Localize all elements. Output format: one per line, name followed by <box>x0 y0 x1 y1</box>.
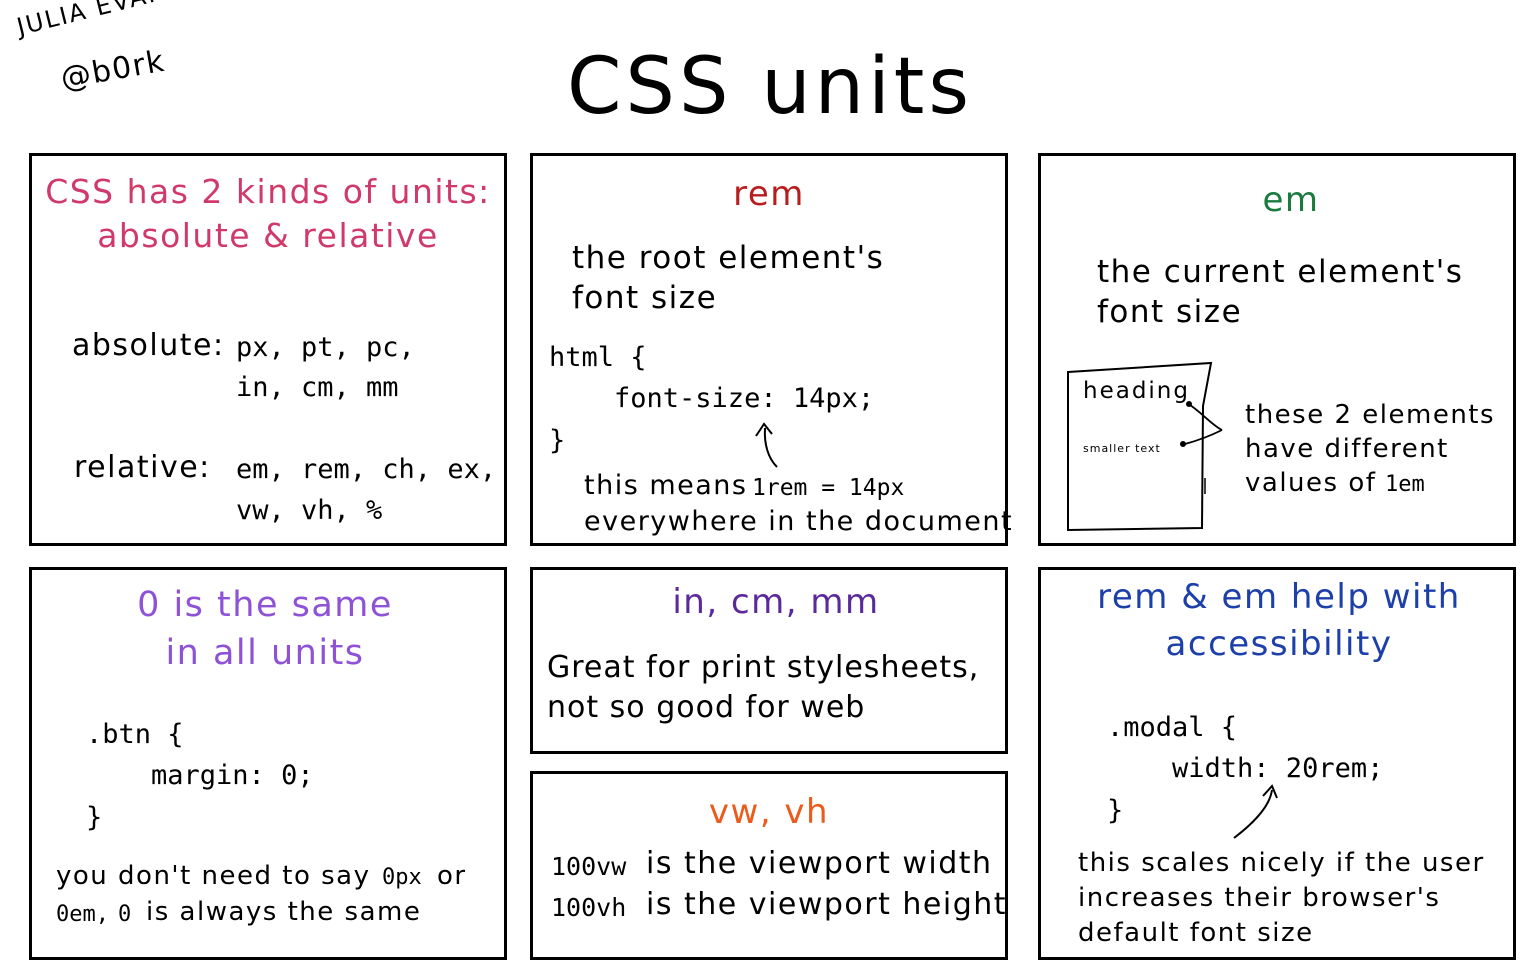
panel-em <box>1038 153 1516 546</box>
rem-heading: rem <box>733 174 805 214</box>
sketch-dot-small <box>1180 441 1186 447</box>
panel-accessibility <box>1038 567 1516 960</box>
physical-desc-line1: Great for print stylesheets, <box>547 650 980 685</box>
accessibility-code-line1: .modal { <box>1107 712 1238 743</box>
relative-units-line1: em, rem, ch, ex, <box>236 454 497 485</box>
accessibility-note-line3: default font size <box>1078 918 1314 948</box>
zero-heading-line1: 0 is the same <box>137 585 393 625</box>
physical-heading: in, cm, mm <box>672 582 880 622</box>
panel-zero <box>29 567 507 960</box>
kinds-heading-line2: absolute & relative <box>97 216 439 255</box>
zero-note-a: you don't need to say <box>56 861 371 891</box>
accessibility-code-line3: } <box>1107 795 1124 826</box>
accessibility-arrowhead <box>1262 784 1278 799</box>
panel-viewport-units <box>530 771 1008 960</box>
accessibility-heading-line2: accessibility <box>1165 624 1393 664</box>
accessibility-note-line2: increases their browser's <box>1078 883 1441 913</box>
rem-desc-line2: font size <box>572 280 718 316</box>
rem-code-line1: html { <box>549 342 647 373</box>
panel-kinds-of-units <box>29 153 507 546</box>
kinds-heading-line1: CSS has 2 kinds of units: <box>45 172 491 211</box>
rem-code-line2: font-size: 14px; <box>549 383 875 414</box>
zero-note-b: or <box>437 861 467 891</box>
accessibility-note-line1: this scales nicely if the user <box>1078 848 1485 878</box>
absolute-label: absolute: <box>72 328 225 363</box>
viewport-line1-code: 100vw <box>551 852 627 881</box>
panel-rem <box>530 153 1008 546</box>
zero-note-code1: 0px <box>382 865 422 890</box>
em-desc-line2: font size <box>1097 294 1243 330</box>
zero-note-code3: 0 <box>118 902 132 927</box>
relative-units-line2: vw, vh, % <box>236 495 383 526</box>
em-note-line3-code: 1em <box>1385 472 1425 497</box>
zero-note-code2: 0em, <box>56 902 109 927</box>
accessibility-heading-line1: rem & em help with <box>1097 577 1461 617</box>
rem-note-prefix: this means <box>584 470 748 501</box>
rem-note-line2: everywhere in the document <box>584 506 1014 537</box>
sketch-small-text: smaller text <box>1083 442 1161 455</box>
zero-code-line2: margin: 0; <box>86 760 314 791</box>
em-note-line2: have different <box>1245 434 1449 464</box>
rem-arrow <box>763 427 778 468</box>
rem-code-line3: } <box>549 425 566 456</box>
physical-desc-line2: not so good for web <box>547 690 866 725</box>
rem-arrowhead <box>755 422 773 437</box>
panel-physical-units <box>530 567 1008 754</box>
page-title: CSS units <box>566 42 974 132</box>
em-desc-line1: the current element's <box>1097 254 1464 290</box>
absolute-units-line2: in, cm, mm <box>236 372 399 403</box>
viewport-line2-code: 100vh <box>551 893 627 922</box>
zero-heading-line2: in all units <box>165 633 365 673</box>
em-heading: em <box>1262 180 1320 220</box>
rem-desc-line1: the root element's <box>572 240 885 276</box>
em-note-line3-prefix: values of <box>1245 468 1377 498</box>
zero-note-c: is always the same <box>146 897 422 927</box>
rem-note-code: 1rem = 14px <box>752 475 905 501</box>
sketch-heading-text: heading <box>1083 378 1190 404</box>
absolute-units-line1: px, pt, pc, <box>236 332 415 363</box>
zero-code-line3: } <box>86 802 103 833</box>
sketch-arrow-small <box>1184 429 1223 445</box>
relative-label: relative: <box>74 450 211 485</box>
sketch-page <box>1067 361 1213 532</box>
sketch-dot-heading <box>1186 401 1192 407</box>
accessibility-code-line2: width: 20rem; <box>1107 753 1384 784</box>
sketch-arrow-heading <box>1189 404 1223 431</box>
zero-code-line1: .btn { <box>86 719 184 750</box>
viewport-line2-text: is the viewport height <box>646 887 1008 922</box>
viewport-line1-text: is the viewport width <box>646 846 993 881</box>
accessibility-arrow <box>1233 789 1273 839</box>
em-note-line1: these 2 elements <box>1245 400 1496 430</box>
viewport-heading: vw, vh <box>708 792 830 832</box>
